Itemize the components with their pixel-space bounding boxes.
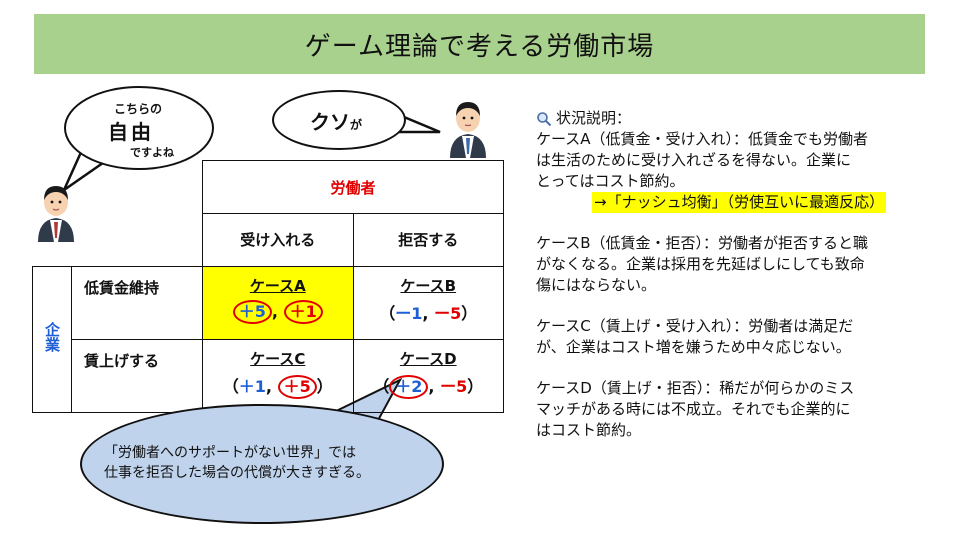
nash-equilibrium-note: →「ナッシュ均衡」（労使互いに最適反応） — [592, 192, 887, 213]
bubble-left-line1: こちらの — [114, 102, 163, 116]
bubble-left-line2: 自由 — [108, 120, 154, 144]
row-low-wage-header: 低賃金維持 — [71, 265, 203, 340]
case-d-name: ケースD — [399, 349, 457, 368]
row-raise-header: 賃上げする — [71, 338, 203, 413]
worker-header: 労働者 — [202, 160, 504, 214]
matrix-corner — [33, 161, 203, 214]
case-d-payoff: （＋2, ー5） — [354, 373, 504, 399]
speech-bubble-right: クソが — [272, 90, 406, 150]
case-d-text-1: ケースD（賃上げ・拒否）：稀だが何らかのミス — [536, 379, 855, 397]
businessman-icon — [450, 102, 486, 158]
case-a-cell: ケースA ＋5, ＋1 — [202, 265, 354, 340]
case-c-text-1: ケースC（賃上げ・受け入れ）：労働者は満足だ — [536, 317, 854, 335]
bubble-left-line3: ですよね — [130, 146, 174, 159]
bubble-right-text: クソが — [310, 110, 363, 134]
case-c-cell: ケースC （＋1, ＋5） — [202, 338, 354, 413]
case-b-name: ケースB — [400, 276, 457, 295]
firm-header: 企業 — [32, 265, 72, 413]
case-d-cell: ケースD （＋2, ー5） — [352, 338, 504, 413]
explanation-panel: 状況説明： ケースA（低賃金・受け入れ）：低賃金でも労働者 は生活のために受け入… — [536, 108, 926, 441]
bottom-bubble-line1: 「労働者へのサポートがない世界」では — [104, 445, 356, 461]
explanation-heading: 状況説明： — [536, 108, 926, 129]
case-b-text-2: がなくなる。企業は採用を先延ばしにしても致命 — [536, 255, 865, 273]
case-a-text-1: ケースA（低賃金・受け入れ）：低賃金でも労働者 — [536, 130, 869, 148]
case-c-name: ケースC — [250, 349, 306, 368]
case-c-text-2: が、企業はコスト増を嫌うため中々応じない。 — [536, 338, 851, 356]
speech-bubble-bottom: 「労働者へのサポートがない世界」では 仕事を拒否した場合の代償が大きすぎる。 — [80, 404, 444, 524]
col-reject-header: 拒否する — [352, 213, 504, 267]
speech-bubble-left: こちらの 自由 ですよね — [64, 86, 214, 170]
case-d-text-3: はコスト節約。 — [536, 421, 642, 439]
payoff-matrix: 労働者 受け入れる 拒否する 企業 低賃金維持 ケースA ＋5, ＋1 ケースB… — [32, 160, 504, 413]
case-a-text-3: とってはコスト節約。 — [536, 172, 685, 190]
col-accept-header: 受け入れる — [202, 213, 354, 267]
page-title: ゲーム理論で考える労働市場 — [304, 31, 655, 62]
magnifier-icon — [537, 111, 552, 126]
title-bar: ゲーム理論で考える労働市場 — [34, 14, 925, 74]
case-b-text-3: 傷にはならない。 — [536, 276, 657, 294]
bottom-bubble-line2: 仕事を拒否した場合の代償が大きすぎる。 — [104, 465, 370, 481]
case-b-payoff: （ー1, ー5） — [379, 303, 478, 323]
case-c-payoff: （＋1, ＋5） — [203, 373, 353, 399]
case-a-payoff: ＋5, ＋1 — [203, 299, 353, 324]
case-b-text-1: ケースB（低賃金・拒否）：労働者が拒否すると職 — [536, 234, 869, 252]
case-b-cell: ケースB （ー1, ー5） — [352, 265, 504, 340]
case-a-text-2: は生活のために受け入れざるを得ない。企業に — [536, 151, 852, 169]
matrix-corner — [33, 214, 203, 267]
case-d-text-2: マッチがある時には不成立。それでも企業的に — [536, 400, 851, 418]
businessman-icon — [38, 186, 74, 242]
case-a-name: ケースA — [249, 276, 306, 295]
